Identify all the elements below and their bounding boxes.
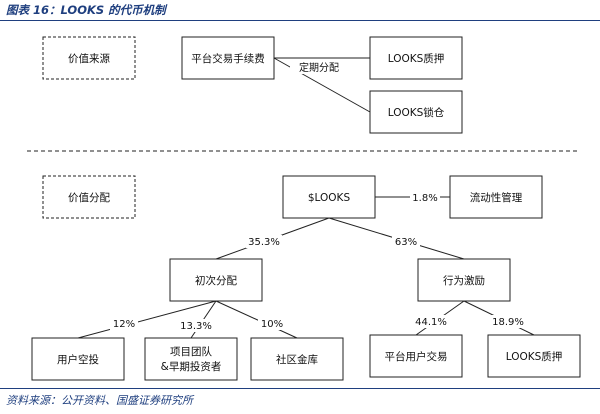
value-source-section-label: 价值来源 xyxy=(68,52,110,65)
pct-initial-bg xyxy=(246,235,282,248)
pct-incentive-bg xyxy=(392,235,420,248)
value-source-section-box xyxy=(42,36,136,80)
node-liquidity-management-label: 流动性管理 xyxy=(470,191,523,204)
node-community-treasury xyxy=(250,337,344,381)
pct-staking: 18.9% xyxy=(492,317,524,328)
node-looks-root xyxy=(282,175,376,219)
node-team-investors xyxy=(144,337,238,381)
pct-initial: 35.3% xyxy=(248,237,280,248)
node-platform-user-trading-label: 平台用户交易 xyxy=(385,350,448,363)
split-label: 定期分配 xyxy=(299,61,339,74)
node-liquidity-management xyxy=(449,175,543,219)
value-distribution-section-box xyxy=(42,175,136,219)
node-platform-fee-label: 平台交易手续费 xyxy=(191,52,265,65)
pct-trading-bg xyxy=(413,315,449,328)
top-rule xyxy=(0,20,600,21)
node-community-treasury-label: 社区金库 xyxy=(276,353,318,366)
node-platform-user-trading xyxy=(369,334,463,378)
split-label-bg xyxy=(290,60,348,74)
node-looks-lock-label: LOOKS锁仓 xyxy=(388,106,445,119)
value-distribution-section-label: 价值分配 xyxy=(68,191,110,204)
pct-incentive: 63% xyxy=(395,237,417,248)
node-user-airdrop-label: 用户空投 xyxy=(57,353,99,366)
node-behavior-incentive-label: 行为激励 xyxy=(443,274,485,287)
figure-source: 资料来源：公开资料、国盛证券研究所 xyxy=(6,394,193,407)
figure-title: 图表 16：LOOKS 的代币机制 xyxy=(6,3,166,17)
node-initial-distribution xyxy=(169,258,263,302)
node-platform-fee xyxy=(181,36,275,80)
pct-airdrop-bg xyxy=(110,317,138,330)
node-looks-staking-2 xyxy=(487,334,581,378)
pct-trading: 44.1% xyxy=(415,317,447,328)
pct-treasury-bg xyxy=(258,317,286,330)
pct-treasury: 10% xyxy=(261,319,283,330)
edge-initial-to-treasury xyxy=(215,300,298,339)
node-initial-distribution-label: 初次分配 xyxy=(195,274,237,287)
edge-initial-to-airdrop xyxy=(77,300,217,339)
bottom-rule xyxy=(0,388,600,389)
pct-team: 13.3% xyxy=(180,321,212,332)
node-team-investors-label-1: 项目团队 xyxy=(170,345,212,358)
node-looks-root-label: $LOOKS xyxy=(308,192,351,204)
pct-team-bg xyxy=(178,319,214,332)
node-looks-staking-2-label: LOOKS质押 xyxy=(506,350,563,363)
node-team-investors-label-2: &早期投资者 xyxy=(161,360,222,373)
node-user-airdrop xyxy=(31,337,125,381)
node-looks-staking-label: LOOKS质押 xyxy=(388,52,445,65)
liquidity-percent: 1.8% xyxy=(412,193,437,204)
pct-staking-bg xyxy=(490,315,526,328)
pct-airdrop: 12% xyxy=(113,319,135,330)
